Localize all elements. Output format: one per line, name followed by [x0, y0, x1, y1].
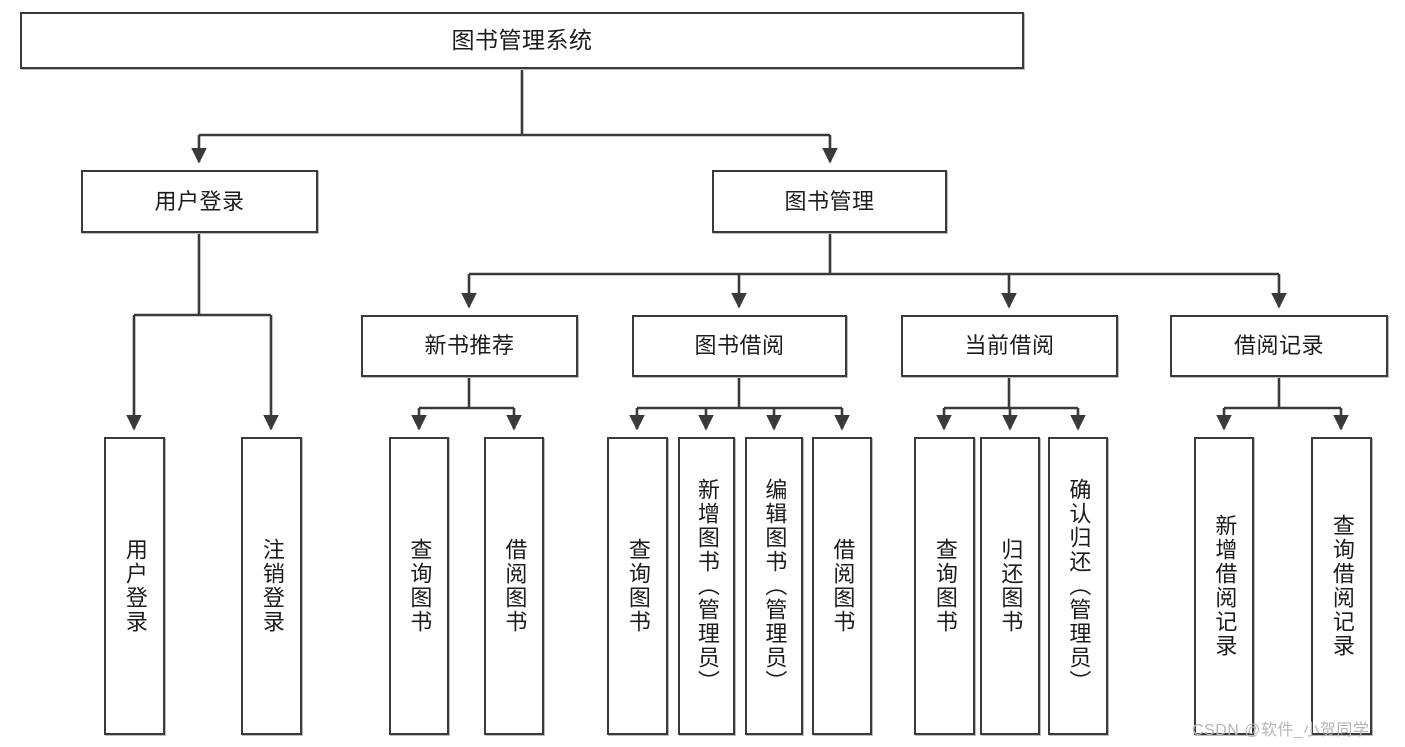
leaf-current-borrow-query-book[interactable]: 查询图书: [914, 437, 975, 735]
leaf-book-borrow-edit-book-admin[interactable]: 编辑图书（管理员）: [745, 437, 803, 735]
node-label: 新增图书（管理员）: [694, 478, 720, 694]
node-label: 查询图书: [625, 538, 651, 634]
leaf-new-book-query-book[interactable]: 查询图书: [389, 437, 449, 735]
node-label: 借阅记录: [1233, 333, 1324, 359]
node-label: 当前借阅: [964, 333, 1055, 359]
node-label: 编辑图书（管理员）: [762, 478, 788, 694]
leaf-new-book-borrow-book[interactable]: 借阅图书: [484, 437, 544, 735]
node-label: 借阅图书: [830, 538, 856, 634]
leaf-book-borrow-query-book[interactable]: 查询图书: [607, 437, 668, 735]
node-root-book-management-system[interactable]: 图书管理系统: [20, 12, 1024, 69]
node-label: 用户登录: [122, 538, 148, 634]
node-label: 查询借阅记录: [1329, 514, 1355, 658]
leaf-borrow-record-add-record[interactable]: 新增借阅记录: [1194, 437, 1254, 735]
leaf-user-login-login[interactable]: 用户登录: [104, 437, 165, 735]
node-label: 查询图书: [932, 538, 958, 634]
node-label: 图书管理: [784, 188, 875, 214]
leaf-user-login-logout[interactable]: 注销登录: [241, 437, 302, 735]
node-label: 注销登录: [259, 538, 285, 634]
node-new-book-recommend[interactable]: 新书推荐: [361, 315, 578, 377]
node-label: 图书管理系统: [451, 27, 593, 54]
leaf-borrow-record-query-record[interactable]: 查询借阅记录: [1311, 437, 1372, 735]
node-book-borrow[interactable]: 图书借阅: [632, 315, 847, 377]
node-label: 新增借阅记录: [1212, 514, 1238, 658]
node-label: 确认归还（管理员）: [1066, 478, 1092, 694]
node-borrow-record[interactable]: 借阅记录: [1170, 315, 1388, 377]
node-book-management[interactable]: 图书管理: [712, 170, 947, 233]
node-current-borrow[interactable]: 当前借阅: [901, 315, 1118, 377]
node-user-login[interactable]: 用户登录: [81, 170, 318, 233]
node-label: 图书借阅: [694, 333, 785, 359]
leaf-current-borrow-confirm-return-admin[interactable]: 确认归还（管理员）: [1048, 437, 1108, 735]
leaf-current-borrow-return-book[interactable]: 归还图书: [980, 437, 1040, 735]
node-label: 归还图书: [998, 538, 1024, 634]
leaf-book-borrow-add-book-admin[interactable]: 新增图书（管理员）: [678, 437, 735, 735]
node-label: 用户登录: [154, 188, 245, 214]
leaf-book-borrow-borrow-book[interactable]: 借阅图书: [812, 437, 872, 735]
node-label: 新书推荐: [424, 333, 515, 359]
node-label: 查询图书: [407, 538, 433, 634]
node-label: 借阅图书: [502, 538, 528, 634]
